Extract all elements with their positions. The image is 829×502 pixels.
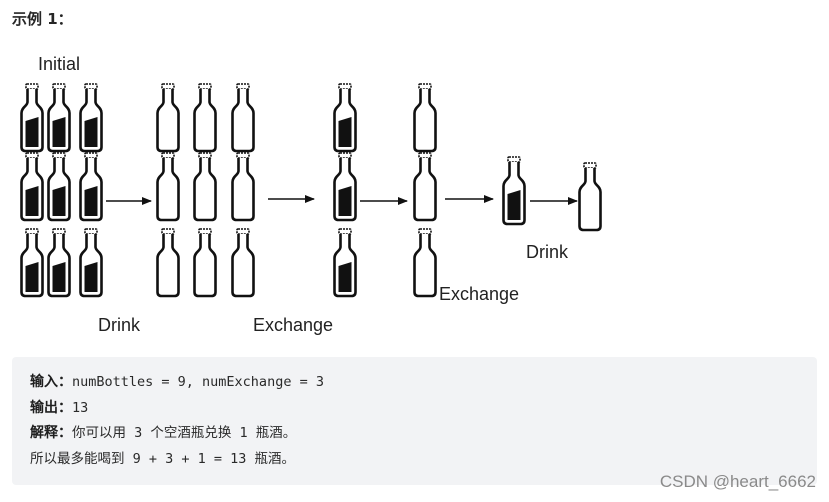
bottle-cap [338,228,352,235]
full-bottle-icon [20,152,44,222]
bottle-outline [193,158,217,222]
bottle-liquid [52,262,66,292]
bottle-liquid [507,190,521,220]
full-bottle-icon [79,152,103,222]
bottle-cap [161,83,175,90]
bottle-liquid [52,117,66,147]
empty-bottle-icon [156,152,180,222]
bottle-liquid [25,262,39,292]
label-exchange-2: Exchange [439,284,519,304]
bottle-cap [236,228,250,235]
bottles-group [20,83,602,298]
summary-value: 所以最多能喝到 9 + 3 + 1 = 13 瓶酒。 [30,451,296,467]
empty-bottle-icon [193,83,217,153]
bottle-cap [418,83,432,90]
bottle-cap [84,83,98,90]
input-value: numBottles = 9, numExchange = 3 [72,374,324,390]
empty-bottle-icon [413,152,437,222]
example-code-block: 输入：numBottles = 9, numExchange = 3 输出：13… [12,357,817,485]
input-line: 输入：numBottles = 9, numExchange = 3 [30,370,324,394]
label-exchange-1: Exchange [253,315,333,335]
bottle-cap [418,228,432,235]
empty-bottle-icon [578,162,602,232]
bottle-cap [161,152,175,159]
summary-line: 所以最多能喝到 9 + 3 + 1 = 13 瓶酒。 [30,447,295,471]
bottle-liquid [25,117,39,147]
bottle-outline [578,168,602,232]
empty-bottle-icon [193,228,217,298]
bottle-outline [231,158,255,222]
bottle-cap [236,152,250,159]
bottle-cap [418,152,432,159]
watermark: CSDN @heart_6662 [659,472,816,491]
empty-bottle-icon [231,83,255,153]
bottle-exchange-diagram: Initial Drink Exchange Exchange Drink [20,54,602,335]
bottle-outline [193,234,217,298]
label-drink-1: Drink [98,315,141,335]
bottle-liquid [84,186,98,216]
full-bottle-icon [502,156,526,226]
bottle-outline [231,89,255,153]
bottle-cap [198,152,212,159]
full-bottle-icon [47,228,71,298]
output-label: 输出： [30,400,72,416]
empty-bottle-icon [156,228,180,298]
bottle-outline [193,89,217,153]
bottle-cap [84,152,98,159]
bottle-cap [52,152,66,159]
explanation-value: 你可以用 3 个空酒瓶兑换 1 瓶酒。 [72,425,297,441]
full-bottle-icon [79,228,103,298]
bottle-cap [52,228,66,235]
bottle-cap [84,228,98,235]
bottle-outline [156,234,180,298]
input-label: 输入： [30,374,72,390]
label-drink-2: Drink [526,242,569,262]
bottle-outline [156,158,180,222]
bottle-cap [161,228,175,235]
bottle-cap [198,228,212,235]
bottle-liquid [52,186,66,216]
empty-bottle-icon [231,228,255,298]
bottle-cap [52,83,66,90]
empty-bottle-icon [413,228,437,298]
full-bottle-icon [333,228,357,298]
output-line: 输出：13 [30,396,88,420]
bottle-liquid [84,262,98,292]
empty-bottle-icon [193,152,217,222]
bottle-liquid [84,117,98,147]
full-bottle-icon [79,83,103,153]
full-bottle-icon [333,152,357,222]
bottle-cap [507,156,521,163]
full-bottle-icon [20,228,44,298]
full-bottle-icon [47,152,71,222]
bottle-cap [25,228,39,235]
bottle-cap [25,83,39,90]
bottle-liquid [338,117,352,147]
output-value: 13 [72,400,89,416]
full-bottle-icon [47,83,71,153]
explanation-line: 解释：你可以用 3 个空酒瓶兑换 1 瓶酒。 [30,421,296,445]
full-bottle-icon [20,83,44,153]
full-bottle-icon [333,83,357,153]
empty-bottle-icon [231,152,255,222]
example-heading: 示例 1： [12,10,73,28]
bottle-cap [338,83,352,90]
bottle-cap [338,152,352,159]
bottle-liquid [25,186,39,216]
explanation-label: 解释： [30,425,72,441]
bottle-outline [231,234,255,298]
bottle-outline [413,89,437,153]
bottle-liquid [338,186,352,216]
bottle-cap [236,83,250,90]
label-initial: Initial [38,54,80,74]
bottle-outline [413,234,437,298]
bottle-outline [156,89,180,153]
bottle-liquid [338,262,352,292]
bottle-cap [198,83,212,90]
bottle-cap [583,162,597,169]
bottle-outline [413,158,437,222]
empty-bottle-icon [413,83,437,153]
empty-bottle-icon [156,83,180,153]
bottle-cap [25,152,39,159]
